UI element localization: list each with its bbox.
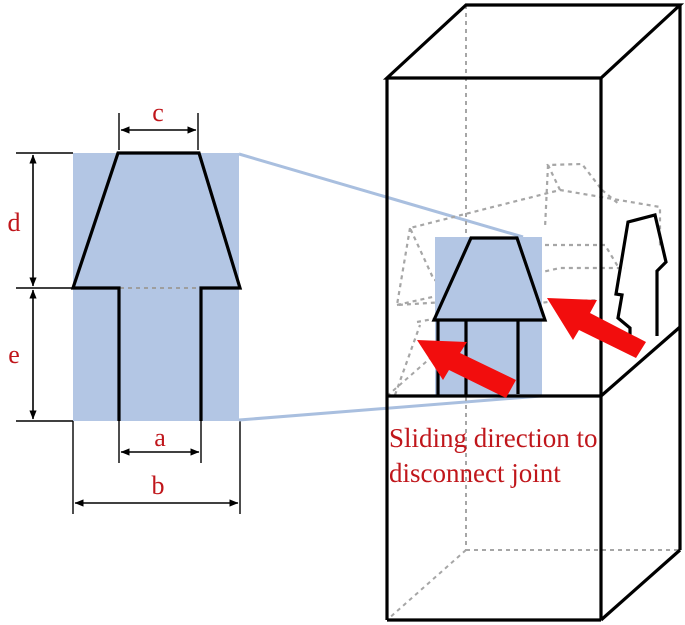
dimension-d: d xyxy=(8,152,73,289)
dimension-a: a xyxy=(118,421,202,463)
dimension-b: b xyxy=(72,421,241,514)
caption: Sliding direction to disconnect joint xyxy=(389,423,598,488)
dimension-label-e: e xyxy=(8,340,20,369)
member-outline xyxy=(382,3,685,622)
dimension-label-a: a xyxy=(154,423,166,452)
sliding-arrow-side xyxy=(547,298,646,358)
dimension-label-b: b xyxy=(152,471,165,500)
sliding-arrow-front xyxy=(417,340,516,398)
caption-line-2: disconnect joint xyxy=(389,458,561,488)
tenon-detail: c d e a b xyxy=(8,98,243,514)
side-tenon-outline xyxy=(614,213,668,346)
dimension-c: c xyxy=(118,98,199,150)
timber-member xyxy=(382,3,685,622)
tenon-outline xyxy=(70,151,243,421)
detail-leader-lines xyxy=(238,152,542,422)
caption-line-1: Sliding direction to xyxy=(389,423,598,453)
dimension-label-c: c xyxy=(152,98,164,127)
sliding-arrows xyxy=(417,298,646,398)
dimension-label-d: d xyxy=(8,208,21,237)
dimension-e: e xyxy=(8,289,73,422)
